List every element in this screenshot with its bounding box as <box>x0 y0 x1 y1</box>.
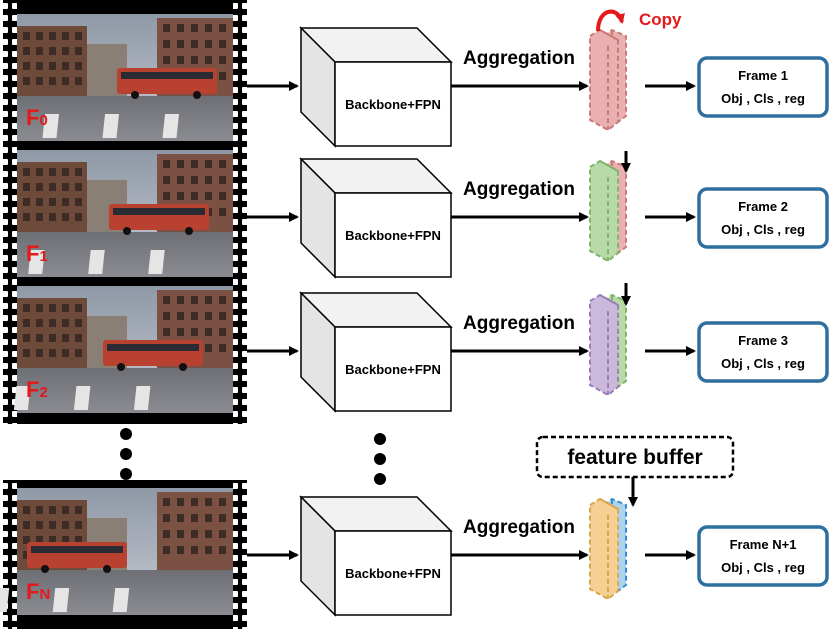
copy-annotation: Copy <box>596 9 682 32</box>
feature-buffer-label: feature buffer <box>567 446 702 469</box>
feature-map-stack <box>589 159 627 263</box>
frame-label: F0 <box>26 105 48 130</box>
backbone-fpn-block: Backbone+FPN <box>299 26 453 148</box>
output-box: Frame 1 Obj , Cls , reg <box>697 56 829 118</box>
output-tasks: Obj , Cls , reg <box>721 91 805 106</box>
aggregation-label: Aggregation <box>463 48 575 69</box>
backbone-fpn-block: Backbone+FPN <box>299 291 453 413</box>
frame-label: F1 <box>26 241 48 266</box>
backbone-label: Backbone+FPN <box>345 566 441 581</box>
video-frame-image <box>13 286 233 413</box>
backbone-fpn-block: Backbone+FPN <box>299 495 453 617</box>
bus-image <box>27 542 127 573</box>
aggregation-label: Aggregation <box>463 313 575 334</box>
feature-map-stack <box>589 28 627 132</box>
output-tasks: Obj , Cls , reg <box>721 560 805 575</box>
output-box: Frame 2 Obj , Cls , reg <box>697 187 829 249</box>
output-tasks: Obj , Cls , reg <box>721 222 805 237</box>
feature-map-stack <box>589 497 627 601</box>
ellipsis-dots-film <box>120 428 132 480</box>
frame-label: F2 <box>26 377 48 402</box>
backbone-label: Backbone+FPN <box>345 228 441 243</box>
bus-image <box>117 68 217 99</box>
backbone-label: Backbone+FPN <box>345 362 441 377</box>
feature-map-stack <box>589 293 627 397</box>
output-frame-title: Frame 3 <box>738 333 788 348</box>
aggregation-label: Aggregation <box>463 179 575 200</box>
frame-label: FN <box>26 579 50 604</box>
output-frame-title: Frame N+1 <box>730 537 797 552</box>
ellipsis-dots-backbone <box>374 433 386 485</box>
output-box: Frame 3 Obj , Cls , reg <box>697 321 829 383</box>
output-frame-title: Frame 1 <box>738 68 788 83</box>
backbone-label: Backbone+FPN <box>345 97 441 112</box>
copy-label: Copy <box>639 10 682 29</box>
output-tasks: Obj , Cls , reg <box>721 356 805 371</box>
aggregation-label: Aggregation <box>463 517 575 538</box>
video-frame-image <box>17 150 233 277</box>
video-frame-image <box>17 14 233 141</box>
backbone-fpn-block: Backbone+FPN <box>299 157 453 279</box>
bus-image <box>109 204 209 235</box>
video-frame-image <box>0 488 233 615</box>
bus-image <box>103 340 203 371</box>
feature-buffer: feature buffer <box>535 435 735 507</box>
output-frame-title: Frame 2 <box>738 199 788 214</box>
